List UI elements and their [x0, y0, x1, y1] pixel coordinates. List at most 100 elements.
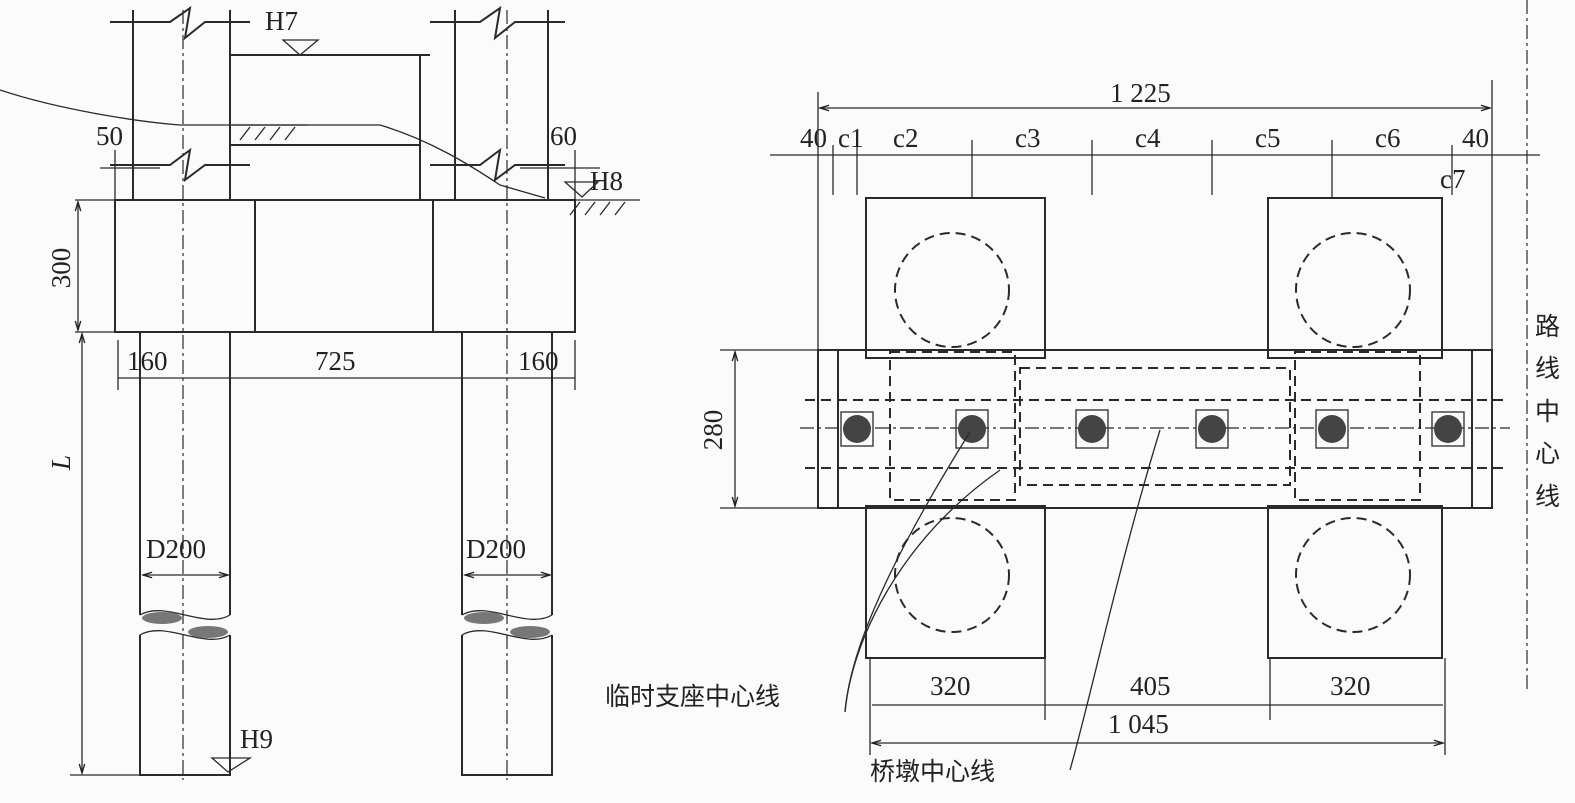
dim-405: 405	[1130, 671, 1171, 701]
plan-view: 1 225 40 c1 c2 c3 c4 c5 c6 40 c7 路 线 中 心…	[605, 0, 1560, 786]
dim-320-right: 320	[1330, 671, 1371, 701]
dim-160-left: 160	[127, 346, 168, 376]
dim-50: 50	[96, 121, 123, 151]
drawing-stroke	[510, 626, 550, 638]
dim-c7: c7	[1440, 164, 1465, 194]
drawing-stroke	[1198, 415, 1226, 443]
drawing-stroke	[1019, 367, 1291, 486]
piles	[139, 332, 553, 776]
drawing-stroke	[865, 197, 1046, 359]
h9-label: H9	[240, 724, 273, 754]
drawing-stroke	[844, 469, 1001, 713]
drawing-stroke	[1295, 517, 1411, 633]
upper-columns	[110, 5, 565, 780]
dim-d200-left: D200	[146, 534, 206, 564]
bearing-icon	[1431, 411, 1465, 447]
footings	[865, 197, 1443, 659]
drawing-stroke	[1431, 411, 1465, 447]
drawing-stroke	[1434, 415, 1462, 443]
pier-centerline-label: 桥墩中心线	[870, 757, 995, 786]
level-marker-icon	[281, 39, 320, 56]
drawing-stroke	[142, 612, 182, 624]
drawing-stroke	[461, 610, 553, 640]
dim-cap-height: 300	[46, 248, 76, 289]
drawing-stroke	[584, 201, 596, 216]
dim-width: 280	[698, 410, 728, 451]
drawing-stroke	[1294, 351, 1421, 501]
dim-overall: 1 225	[1110, 78, 1171, 108]
elevation-view: H7 H8 50 60 300 160 725 160 D200 D200 L …	[0, 5, 640, 780]
bearing-icon	[840, 411, 874, 447]
drawing-stroke	[614, 201, 626, 216]
drawing-stroke	[1267, 197, 1443, 359]
h8-label: H8	[590, 166, 623, 196]
drawing-stroke	[1267, 505, 1443, 659]
bearing-icon	[1075, 409, 1109, 449]
drawing-stroke	[461, 332, 553, 776]
drawing-stroke: 路	[1535, 312, 1560, 341]
dim-1045: 1 045	[1108, 709, 1169, 739]
drawing-stroke	[844, 431, 971, 713]
drawing-stroke	[894, 232, 1010, 348]
bearings	[840, 409, 1465, 449]
ground-line	[0, 89, 546, 199]
drawing-stroke	[430, 5, 565, 41]
dim-c5: c5	[1255, 123, 1280, 153]
temp-bearing-centerline-label: 临时支座中心线	[605, 682, 780, 711]
cap-plan	[817, 349, 1493, 509]
drawing-stroke: 线	[1535, 482, 1560, 511]
drawing-stroke	[1315, 409, 1349, 449]
drawing-stroke	[1075, 409, 1109, 449]
drawing-stroke	[889, 351, 1016, 501]
dim-40-left: 40	[800, 123, 827, 153]
drawing-stroke	[955, 409, 989, 449]
drawing-stroke	[464, 612, 504, 624]
drawing-stroke	[1069, 429, 1161, 771]
dim-c6: c6	[1375, 123, 1400, 153]
drawing-stroke	[110, 5, 250, 41]
drawing-stroke: 心	[1535, 439, 1560, 468]
drawing-stroke	[430, 147, 565, 183]
drawing-stroke: 线	[1535, 354, 1560, 383]
drawing-stroke	[1295, 232, 1411, 348]
drawing-stroke	[869, 658, 1446, 755]
dim-c4: c4	[1135, 123, 1161, 153]
dim-320-left: 320	[930, 671, 971, 701]
drawing-stroke	[284, 126, 296, 141]
leader-lines	[844, 429, 1161, 771]
dim-40-right: 40	[1462, 123, 1489, 153]
drawing-stroke	[139, 610, 231, 640]
drawing-stroke	[254, 126, 266, 141]
h7-label: H7	[265, 6, 298, 36]
drawing-stroke	[840, 411, 874, 447]
drawing-stroke	[599, 201, 611, 216]
dim-pile-length: L	[46, 455, 76, 471]
drawing-stroke	[843, 415, 871, 443]
drawing-stroke	[139, 332, 231, 776]
route-centerline-label: 路 线 中 心 线	[1535, 312, 1560, 511]
drawing-stroke	[1078, 415, 1106, 443]
level-marker-icon	[210, 757, 253, 773]
drawing-stroke	[1318, 415, 1346, 443]
dim-c2: c2	[893, 123, 918, 153]
bearing-icon	[955, 409, 989, 449]
drawing-stroke	[1195, 409, 1229, 449]
drawing-stroke	[269, 126, 281, 141]
dim-ticks	[832, 140, 1453, 198]
dim-d200-right: D200	[466, 534, 526, 564]
dim-60: 60	[550, 121, 577, 151]
dim-c1: c1	[838, 123, 863, 153]
drawing-stroke	[188, 626, 228, 638]
drawing-stroke: 中	[1535, 397, 1560, 426]
bearing-icon	[1195, 409, 1229, 449]
bearing-icon	[1315, 409, 1349, 449]
dim-725: 725	[315, 346, 356, 376]
level-marker-icon	[563, 181, 600, 198]
drawing-stroke	[110, 147, 250, 183]
hatch-icon	[232, 124, 640, 216]
pile-cap	[114, 199, 576, 333]
drawing-stroke	[894, 517, 1010, 633]
drawing-stroke	[958, 415, 986, 443]
